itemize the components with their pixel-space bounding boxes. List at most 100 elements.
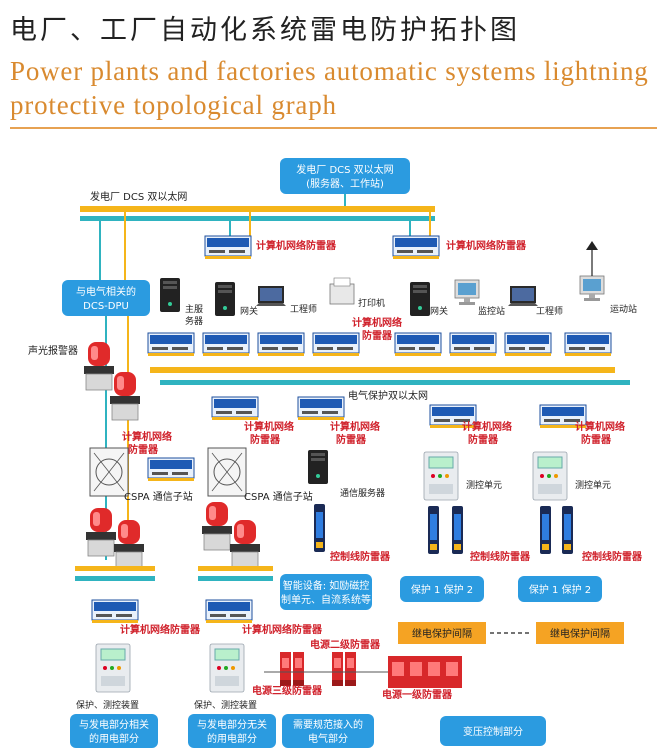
dcs-bus-orange (80, 206, 435, 212)
relay-room-1-label: 继电保护间隔 (412, 627, 472, 640)
net-spd-12 (297, 396, 345, 421)
mid-bus-teal (160, 380, 630, 385)
gateway2-icon (410, 282, 430, 316)
ctrl-spd-4 (540, 506, 551, 554)
measure-unit-1-label: 测控单元 (466, 479, 502, 491)
net-spd-2-label: 计算机网络防雷器 (446, 239, 527, 252)
pwr-spd-2-1 (332, 652, 343, 686)
comm-server-icon (308, 450, 328, 484)
transformer-box (440, 716, 546, 746)
bottom-box-1 (70, 714, 158, 748)
dpu-box-line1: 与电气相关的 (76, 285, 136, 298)
pwr-spd-3-2 (293, 652, 304, 686)
operator-label: 运动站 (610, 303, 637, 315)
title-divider (10, 127, 657, 129)
operator-station-icon (579, 275, 605, 302)
net-spd-15-label: 计算机网络防雷器 (120, 623, 201, 636)
mid-small-bus-teal (198, 576, 273, 581)
smart-box-line2: 制单元、自流系统等 (281, 593, 371, 606)
ctrl-spd-3 (452, 506, 463, 554)
smart-box-line1: 智能设备: 如励磁控 (283, 579, 370, 592)
net-spd-3 (147, 332, 195, 357)
alarm-icon-4 (113, 519, 145, 569)
protect-box-1-label: 保护 1 保护 2 (411, 583, 473, 596)
bottom-box-3 (282, 714, 374, 748)
relay-room-2 (536, 622, 624, 644)
net-spd-13-label-1: 计算机网络 (462, 420, 512, 433)
bottom-box-2 (188, 714, 276, 748)
protect-box-2 (518, 576, 602, 602)
bottom-box-3-line1: 需要规范接入的 (293, 718, 363, 731)
printer-label: 打印机 (358, 297, 385, 309)
net-spd-11-label-2: 防雷器 (250, 433, 281, 446)
elec-bus-label: 电气保护双以太网 (348, 389, 428, 402)
dpu-box-line2: DCS-DPU (83, 301, 129, 312)
pwr3-label: 电源三级防雷器 (252, 684, 323, 697)
net-spd-cspa-1 (147, 457, 195, 482)
printer-spd-label-1: 计算机网络 (352, 316, 402, 329)
dcs-bus-label: 发电厂 DCS 双以太网 (90, 190, 187, 203)
gateway-icon (215, 282, 235, 316)
protect-box-1 (400, 576, 484, 602)
main-server-label-2: 务器 (185, 315, 203, 327)
pwr-spd-2-2 (345, 652, 356, 686)
dcs-top-box (280, 158, 410, 194)
cspa2-label: CSPA 通信子站 (244, 490, 313, 503)
engineer-laptop-icon (256, 286, 286, 306)
gateway2-label: 网关 (430, 305, 448, 317)
bottom-box-2-line1: 与发电部分无关 (197, 718, 267, 731)
transformer-label: 变压控制部分 (463, 725, 523, 738)
main-server-label-1: 主服 (185, 303, 203, 315)
net-spd-8 (449, 332, 497, 357)
cspa-icon-1 (89, 447, 129, 497)
alarm-label: 声光报警器 (28, 344, 78, 357)
net-spd-6 (312, 332, 360, 357)
measure-unit-2-label: 测控单元 (575, 479, 611, 491)
net-spd-12-label-2: 防雷器 (336, 433, 367, 446)
cspa1-spd-label-2: 防雷器 (128, 443, 159, 456)
alarm-icon-6 (229, 519, 261, 569)
protect-device-1-label: 保护、测控装置 (76, 699, 139, 711)
net-spd-14-label-2: 防雷器 (581, 433, 612, 446)
net-spd-15 (91, 599, 139, 624)
net-spd-11 (211, 396, 259, 421)
left-small-bus-teal (75, 576, 155, 581)
dcs-top-box-line2: (服务器、工作站) (306, 177, 384, 190)
net-spd-1 (204, 235, 252, 260)
net-spd-12-label-1: 计算机网络 (330, 420, 380, 433)
protect-device-1 (95, 643, 131, 693)
monitor-station-icon (454, 279, 480, 306)
bottom-box-1-line1: 与发电部分相关 (79, 718, 149, 731)
pwr1-label: 电源一级防雷器 (382, 688, 453, 701)
measure-unit-1 (423, 451, 459, 501)
engineer2-laptop-icon (508, 286, 538, 306)
main-server-icon (160, 278, 180, 312)
cspa1-label: CSPA 通信子站 (124, 490, 193, 503)
relay-room-2-label: 继电保护间隔 (550, 627, 610, 640)
measure-unit-2 (532, 451, 568, 501)
net-spd-11-label-1: 计算机网络 (244, 420, 294, 433)
net-spd-9 (504, 332, 552, 357)
uplink-arrow-icon (586, 241, 598, 250)
smart-device-box (280, 574, 372, 610)
net-spd-2 (392, 235, 440, 260)
ctrl-spd-1 (314, 504, 325, 552)
bottom-box-3-line2: 电气部分 (308, 732, 348, 745)
printer-spd-label-2: 防雷器 (362, 329, 393, 342)
ctrl-spd-5 (562, 506, 573, 554)
alarm-icon-3 (85, 507, 117, 557)
net-spd-10 (564, 332, 612, 357)
ctrl-spd-2-label: 控制线防雷器 (470, 550, 531, 563)
net-spd-1-label: 计算机网络防雷器 (256, 239, 337, 252)
mid-bus-orange (150, 367, 615, 373)
cspa-icon-2 (207, 447, 247, 497)
ctrl-spd-3-label: 控制线防雷器 (582, 550, 643, 563)
ctrl-spd-1-label: 控制线防雷器 (330, 550, 391, 563)
engineer-label: 工程师 (290, 303, 317, 315)
printer-icon (329, 283, 355, 305)
mid-small-bus-orange (198, 566, 273, 571)
dcs-top-box-line1: 发电厂 DCS 双以太网 (296, 163, 393, 176)
net-spd-13-label-2: 防雷器 (468, 433, 499, 446)
dcs-bus-teal (80, 216, 435, 221)
